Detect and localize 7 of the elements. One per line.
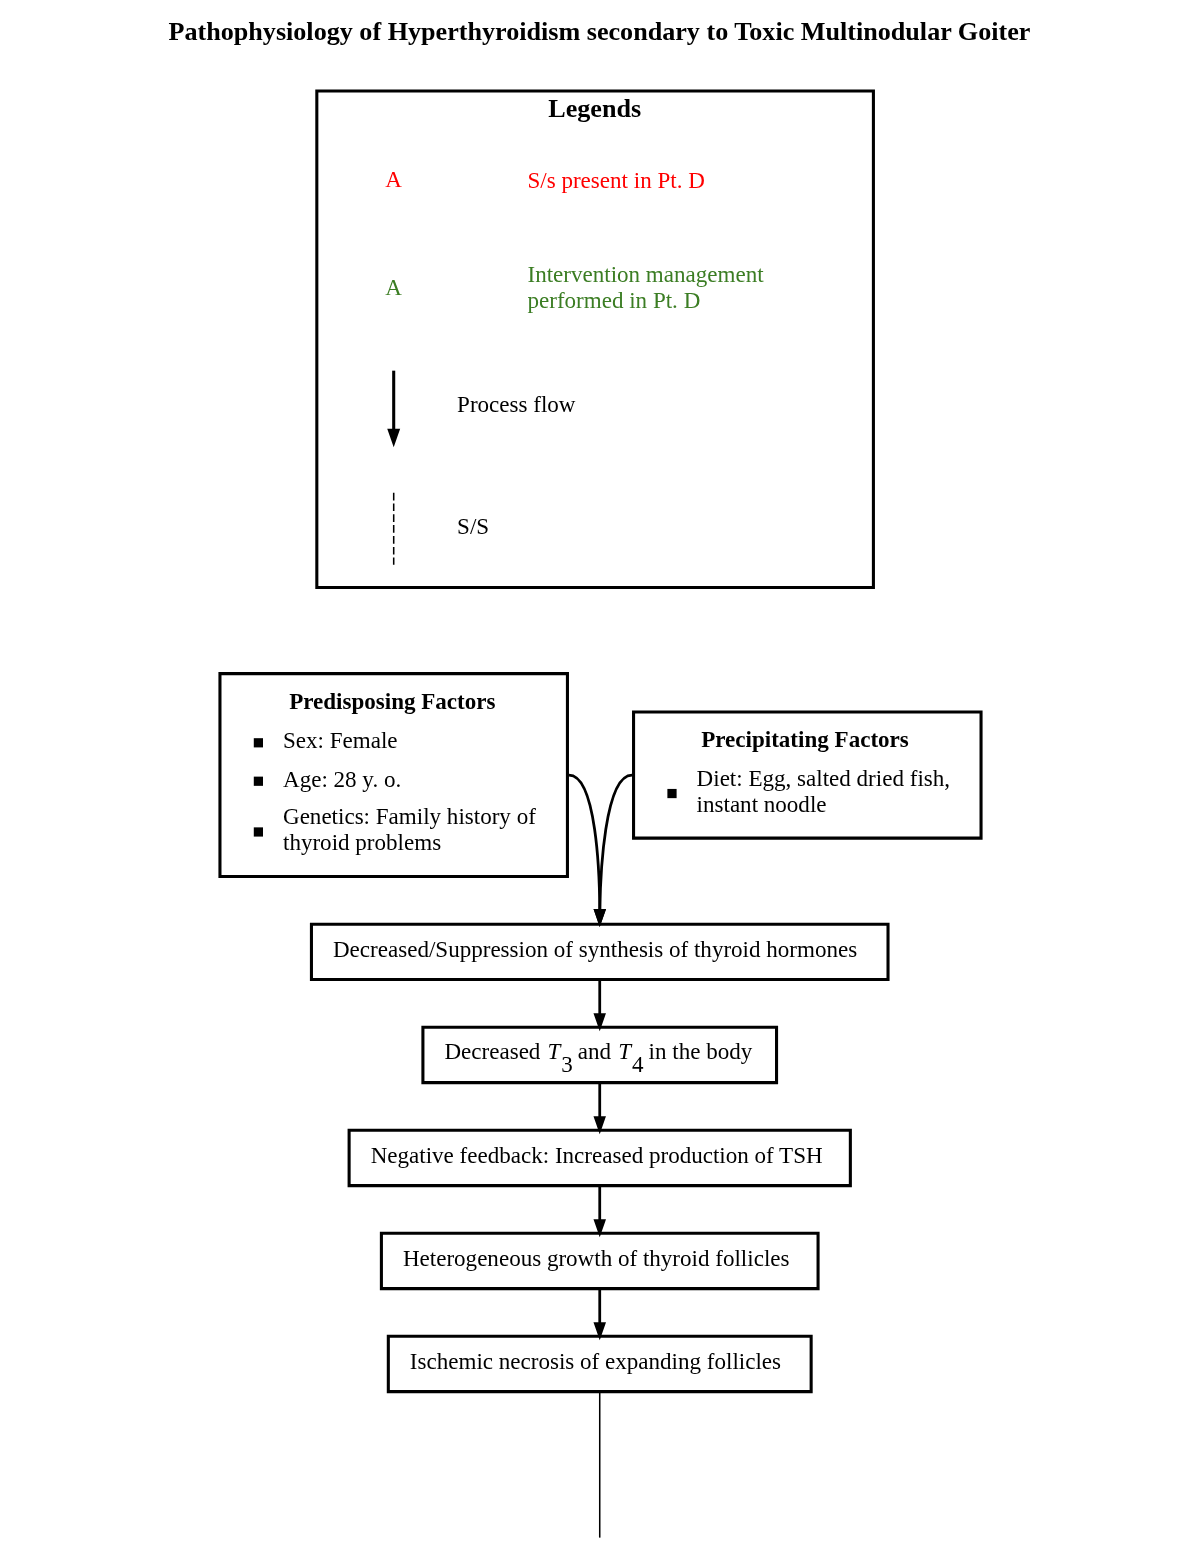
legend-label: S/s present in Pt. D: [526, 166, 705, 193]
diagram-title: Pathophysiology of Hyperthyroidism secondary to Toxic Multinodular Goiter: [167, 16, 1030, 46]
legend-label: Intervention management performed in Pt. D: [526, 260, 764, 313]
legend-label: Process flow: [456, 390, 576, 417]
label: A: [384, 166, 402, 193]
legend-label: S/S: [456, 513, 489, 540]
label: A: [384, 273, 402, 300]
